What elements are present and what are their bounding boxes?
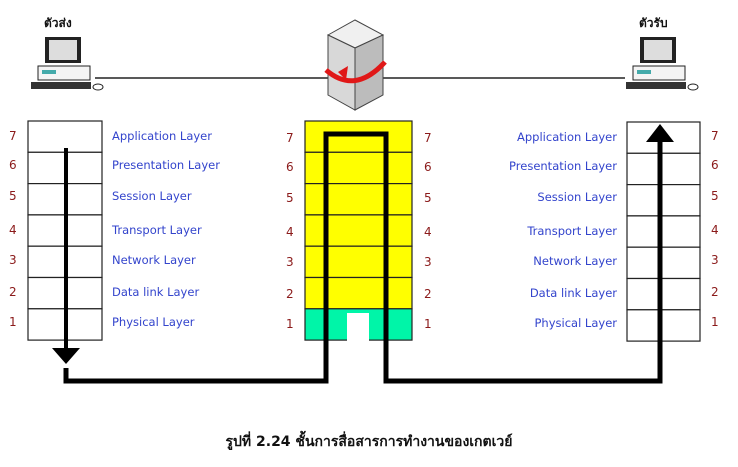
gateway-left-layer-number: 1 <box>286 317 294 331</box>
gateway-right-layer-number: 6 <box>424 160 432 174</box>
gateway-layer-cell <box>304 214 413 247</box>
receiver-label: ตัวรับ <box>639 16 668 30</box>
gateway-left-layer-number: 6 <box>286 160 294 174</box>
receiver-layer-cell <box>626 246 701 280</box>
sender-computer-icon <box>31 37 104 91</box>
gateway-server-icon <box>324 19 387 111</box>
receiver-layer-label: Physical Layer <box>534 316 618 330</box>
sender-layer-cell <box>27 120 103 153</box>
gateway-layer-cell <box>304 276 413 310</box>
sender-label: ตัวส่ง <box>44 16 72 30</box>
sender-layer-number: 3 <box>9 253 17 267</box>
receiver-layer-number: 2 <box>711 285 719 299</box>
gateway-right-layer-number: 4 <box>424 225 432 239</box>
gateway-layer-cell <box>304 245 413 279</box>
gateway-layer-cell <box>304 183 413 216</box>
receiver-layer-cell <box>626 277 701 311</box>
sender-layer-number: 5 <box>9 189 17 203</box>
gateway-layer-cell <box>304 151 413 185</box>
sender-layer-number: 1 <box>9 315 17 329</box>
receiver-layer-number: 4 <box>711 223 719 237</box>
gateway-right-layer-number: 5 <box>424 191 432 205</box>
receiver-layer-label: Session Layer <box>537 190 617 204</box>
gateway-left-layer-number: 7 <box>286 131 294 145</box>
receiver-layer-number: 7 <box>711 129 719 143</box>
sender-layer-number: 4 <box>9 223 17 237</box>
receiver-layer-label: Network Layer <box>533 254 617 268</box>
receiver-layer-label: Transport Layer <box>527 224 617 238</box>
receiver-layer-cell <box>626 215 701 248</box>
gateway-left-layer-number: 2 <box>286 287 294 301</box>
receiver-layer-number: 5 <box>711 189 719 203</box>
down-arrow-icon <box>52 348 80 364</box>
gateway-left-layer-number: 5 <box>286 191 294 205</box>
sender-layer-label: Data link Layer <box>112 285 200 299</box>
gateway-right-layer-number: 3 <box>424 255 432 269</box>
gateway-right-layer-number: 2 <box>424 287 432 301</box>
receiver-layer-label: Presentation Layer <box>509 159 617 173</box>
receiver-layer-label: Application Layer <box>517 130 617 144</box>
gateway-layer-cell <box>304 120 413 153</box>
receiver-layer-cell <box>626 309 701 342</box>
caption-text: ชั้นการสื่อสารการทำงานของเกตเวย์ <box>290 434 513 450</box>
up-arrow-icon <box>646 124 674 142</box>
figure-caption: รูปที่ 2.24 ชั้นการสื่อสารการทำงานของเกต… <box>0 431 738 453</box>
receiver-layer-number: 6 <box>711 158 719 172</box>
rotate-arrow-icon <box>324 60 387 84</box>
data-flow-path <box>63 131 663 384</box>
sender-layer-label: Physical Layer <box>112 315 195 329</box>
receiver-computer-icon <box>626 37 699 91</box>
sender-layer-number: 2 <box>9 285 17 299</box>
gateway-right-layer-number: 1 <box>424 317 432 331</box>
receiver-layer-cell <box>626 184 701 217</box>
receiver-layer-label: Data link Layer <box>529 286 617 300</box>
receiver-layer-number: 1 <box>711 315 719 329</box>
gateway-right-layer-number: 7 <box>424 131 432 145</box>
sender-layer-label: Application Layer <box>112 129 212 143</box>
receiver-layer-cell <box>626 152 701 186</box>
caption-prefix: รูปที่ 2.24 <box>225 434 291 450</box>
sender-layer-label: Session Layer <box>112 189 192 203</box>
sender-layer-label: Presentation Layer <box>112 158 220 172</box>
sender-layer-number: 6 <box>9 158 17 172</box>
gateway-left-layer-number: 3 <box>286 255 294 269</box>
receiver-layer-number: 3 <box>711 253 719 267</box>
sender-layer-number: 7 <box>9 129 17 143</box>
sender-layer-label: Transport Layer <box>112 223 202 237</box>
sender-layer-label: Network Layer <box>112 253 196 267</box>
gateway-left-layer-number: 4 <box>286 225 294 239</box>
